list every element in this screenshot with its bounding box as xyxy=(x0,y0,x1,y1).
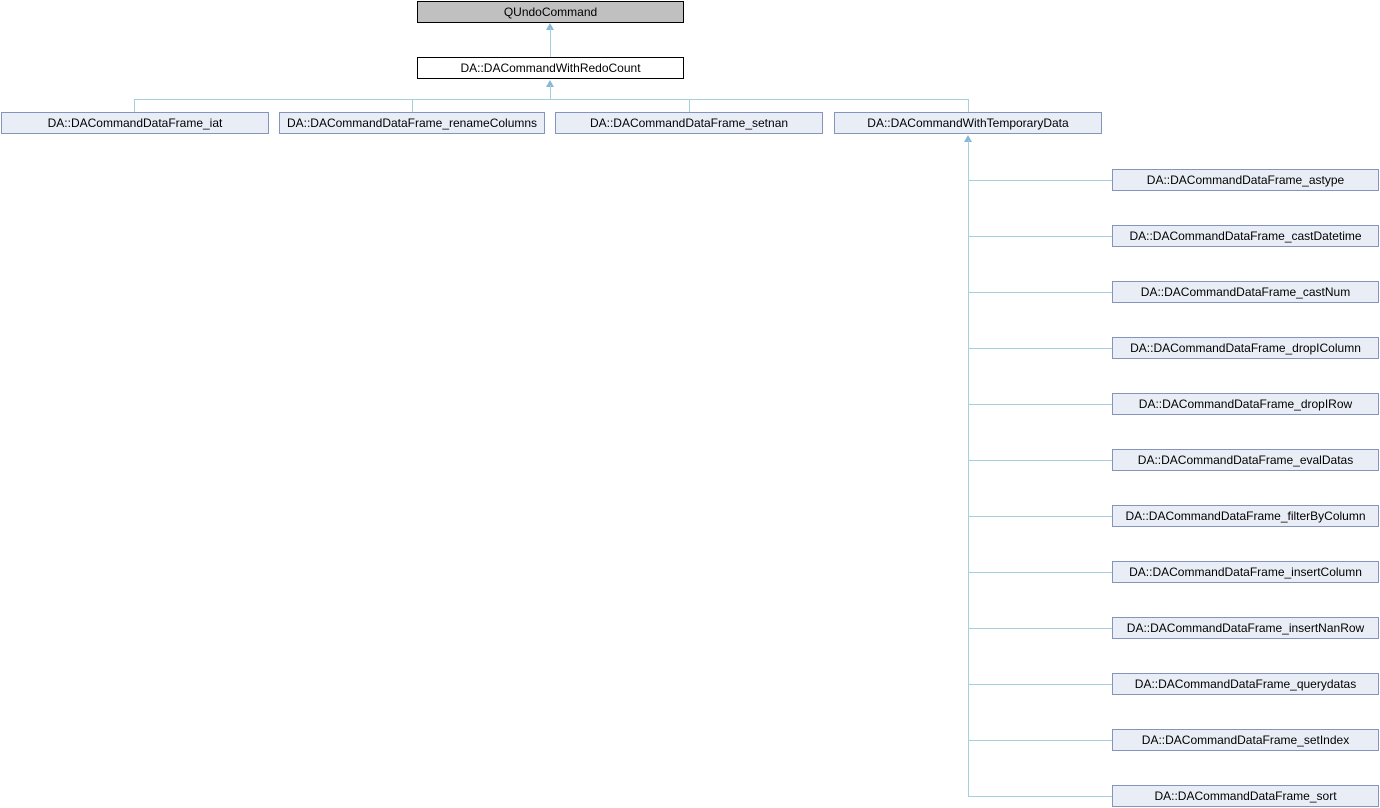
edge-branch-astype xyxy=(969,180,1112,181)
node-qundocommand: QUndoCommand xyxy=(417,1,684,23)
node-dataframe-setindex[interactable]: DA::DACommandDataFrame_setIndex xyxy=(1112,729,1379,751)
edge-branch-dropicolumn xyxy=(969,348,1112,349)
node-dataframe-querydatas[interactable]: DA::DACommandDataFrame_querydatas xyxy=(1112,673,1379,695)
node-dataframe-astype[interactable]: DA::DACommandDataFrame_astype xyxy=(1112,169,1379,191)
edge-branch-evaldatas xyxy=(969,460,1112,461)
edge-gen3-bus xyxy=(134,99,969,100)
arrow-up-icon xyxy=(546,80,554,87)
node-dataframe-castnum[interactable]: DA::DACommandDataFrame_castNum xyxy=(1112,281,1379,303)
edge-redocount-to-root xyxy=(550,28,551,57)
arrow-up-icon xyxy=(546,23,554,30)
edge-gen3-to-redocount xyxy=(550,85,551,99)
edge-stub-setnan xyxy=(689,99,690,112)
node-dataframe-dropicolumn[interactable]: DA::DACommandDataFrame_dropIColumn xyxy=(1112,337,1379,359)
edge-gen4-trunk xyxy=(968,140,969,797)
node-dataframe-evaldatas[interactable]: DA::DACommandDataFrame_evalDatas xyxy=(1112,449,1379,471)
node-dataframe-sort[interactable]: DA::DACommandDataFrame_sort xyxy=(1112,785,1379,807)
node-dataframe-insertcolumn[interactable]: DA::DACommandDataFrame_insertColumn xyxy=(1112,561,1379,583)
node-dataframe-insertnanrow[interactable]: DA::DACommandDataFrame_insertNanRow xyxy=(1112,617,1379,639)
edge-stub-iat xyxy=(134,99,135,112)
node-dataframe-filterbycolumn[interactable]: DA::DACommandDataFrame_filterByColumn xyxy=(1112,505,1379,527)
node-dataframe-iat[interactable]: DA::DACommandDataFrame_iat xyxy=(1,112,269,134)
edge-branch-castnum xyxy=(969,292,1112,293)
node-dataframe-castdatetime[interactable]: DA::DACommandDataFrame_castDatetime xyxy=(1112,225,1379,247)
edge-branch-sort xyxy=(969,796,1112,797)
edge-branch-filterbycolumn xyxy=(969,516,1112,517)
node-dataframe-renamecolumns[interactable]: DA::DACommandDataFrame_renameColumns xyxy=(279,112,545,134)
edge-branch-setindex xyxy=(969,740,1112,741)
edge-branch-castdatetime xyxy=(969,236,1112,237)
edge-branch-dropirow xyxy=(969,404,1112,405)
node-dataframe-dropirow[interactable]: DA::DACommandDataFrame_dropIRow xyxy=(1112,393,1379,415)
node-dacommandwithredocount[interactable]: DA::DACommandWithRedoCount xyxy=(417,57,684,79)
edge-stub-temporarydata xyxy=(968,99,969,112)
edge-branch-insertcolumn xyxy=(969,572,1112,573)
node-dacommandwithtemporarydata[interactable]: DA::DACommandWithTemporaryData xyxy=(834,112,1102,134)
arrow-up-icon xyxy=(964,135,972,142)
edge-branch-querydatas xyxy=(969,684,1112,685)
edge-branch-insertnanrow xyxy=(969,628,1112,629)
edge-stub-renamecolumns xyxy=(412,99,413,112)
node-dataframe-setnan[interactable]: DA::DACommandDataFrame_setnan xyxy=(555,112,823,134)
